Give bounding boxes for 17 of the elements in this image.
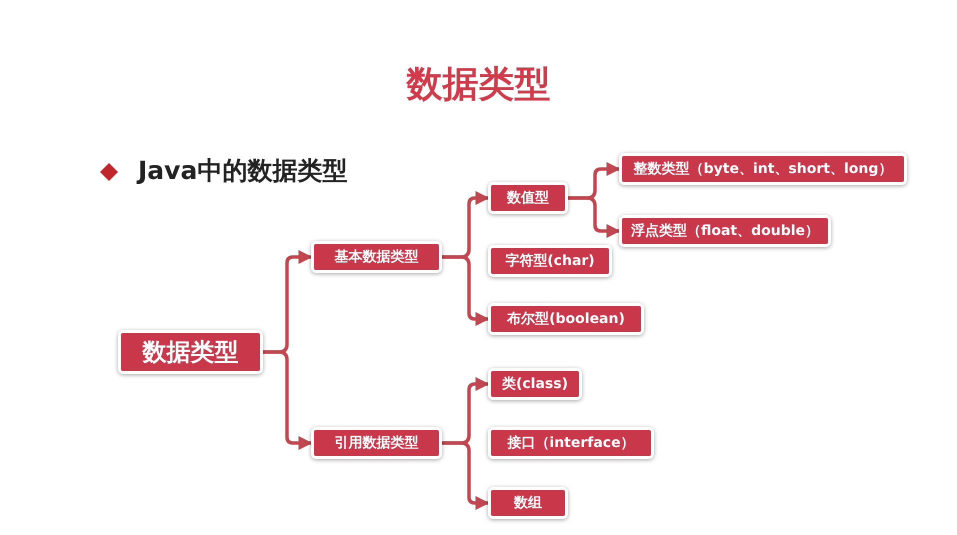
arrow: [442, 255, 490, 326]
arrow: [442, 441, 490, 510]
category-box: 字符型(char): [488, 245, 612, 277]
category-box: 类(class): [488, 368, 582, 400]
category-box: 基本数据类型: [311, 241, 442, 273]
category-box: 整数类型（byte、int、short、long）: [619, 153, 907, 185]
category-box: 引用数据类型: [311, 427, 442, 459]
category-box: 数据类型: [118, 330, 263, 374]
arrow: [568, 196, 620, 238]
category-box: 接口（interface）: [488, 427, 654, 459]
title: 数据类型: [405, 63, 552, 107]
heading: Java中的数据类型: [138, 155, 348, 187]
category-box: 布尔型(boolean): [488, 303, 644, 335]
category-box: 浮点类型（float、double）: [619, 215, 831, 247]
arrow: [263, 350, 312, 450]
category-box: 数值型: [488, 182, 568, 214]
category-box: 数组: [488, 487, 568, 519]
